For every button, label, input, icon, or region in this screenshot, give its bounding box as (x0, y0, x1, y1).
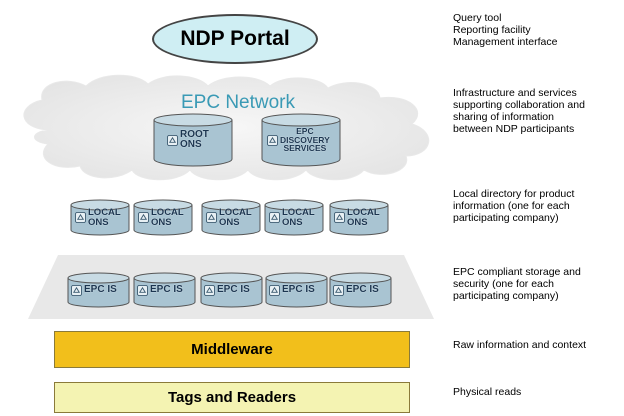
local-ons-line: ONS (151, 216, 172, 228)
discovery-line3: SERVICES (283, 143, 327, 154)
desc-line: Reporting facility (453, 24, 531, 36)
epc-is-database: EPC IS (329, 272, 392, 308)
discovery-line1: EPC (296, 126, 314, 137)
network-icon (204, 284, 215, 296)
epc-is-database: EPC IS (67, 272, 130, 308)
desc-local-ons: Local directory for product information … (453, 188, 623, 224)
network-icon (334, 212, 345, 223)
local-ons-line: LOCAL (219, 207, 252, 218)
tags-readers-box: Tags and Readers (54, 382, 410, 413)
cylinder-shape (67, 272, 130, 308)
desc-line: Local directory for product (453, 188, 575, 200)
root-ons-line2: ONS (180, 139, 202, 150)
desc-line: participating company) (453, 212, 559, 224)
network-icon (137, 284, 148, 296)
network-icon (333, 284, 344, 296)
desc-portal: Query tool Reporting facility Management… (453, 12, 623, 48)
epc-is-database: EPC IS (200, 272, 263, 308)
epc-is-label: EPC IS (150, 284, 183, 295)
epc-is-database: EPC IS (133, 272, 196, 308)
desc-epc-is: EPC compliant storage and security (one … (453, 266, 623, 302)
network-icon (167, 134, 178, 146)
desc-line: Query tool (453, 12, 502, 24)
cylinder-shape (329, 199, 389, 236)
epc-is-label: EPC IS (217, 284, 250, 295)
cylinder-shape (201, 199, 261, 236)
local-ons-line: ONS (282, 216, 303, 228)
middleware-box: Middleware (54, 331, 410, 368)
desc-line: between NDP participants (453, 123, 575, 135)
cylinder-shape (70, 199, 130, 236)
network-icon (269, 212, 280, 223)
cylinder-shape (200, 272, 263, 308)
cylinder-shape (133, 199, 193, 236)
desc-line: supporting collaboration and (453, 99, 585, 111)
network-icon (71, 284, 82, 296)
epc-is-label: EPC IS (346, 284, 379, 295)
root-ons-database: ROOT ONS (153, 113, 233, 167)
local-ons-line: ONS (347, 216, 368, 228)
local-ons-line: LOCAL (347, 207, 380, 218)
desc-line: Management interface (453, 36, 558, 48)
cylinder-shape (329, 272, 392, 308)
desc-middleware: Raw information and context (453, 339, 623, 351)
tags-readers-label: Tags and Readers (167, 389, 297, 406)
network-icon (267, 134, 278, 146)
root-ons-line1: ROOT (180, 129, 209, 140)
desc-line: sharing of information (453, 111, 554, 123)
cylinder-shape (153, 113, 233, 167)
local-ons-line: LOCAL (88, 207, 121, 218)
cylinder-shape (261, 113, 341, 167)
local-ons-line: ONS (219, 216, 240, 228)
discovery-line2: DISCOVERY (280, 134, 330, 145)
local-ons-line: LOCAL (151, 207, 184, 218)
network-icon (269, 284, 280, 296)
desc-line: Physical reads (453, 386, 522, 398)
epc-network-title: EPC Network (180, 92, 296, 113)
epc-is-database: EPC IS (265, 272, 328, 308)
desc-line: participating company) (453, 290, 559, 302)
desc-line: security (one for each (453, 278, 554, 290)
epc-is-label: EPC IS (84, 284, 117, 295)
network-icon (75, 212, 86, 223)
cylinder-shape (265, 272, 328, 308)
local-ons-line: LOCAL (282, 207, 315, 218)
desc-line: information (one for each (453, 200, 570, 212)
desc-line: EPC compliant storage and (453, 266, 581, 278)
cylinder-shape (264, 199, 324, 236)
ndp-portal: NDP Portal (152, 14, 318, 64)
desc-network: Infrastructure and services supporting c… (453, 87, 623, 135)
epc-discovery-services-database: EPC DISCOVERY SERVICES (261, 113, 341, 167)
epc-is-label: EPC IS (282, 284, 315, 295)
middleware-label: Middleware (191, 341, 273, 358)
desc-line: Infrastructure and services (453, 87, 577, 99)
network-icon (206, 212, 217, 223)
ndp-portal-label: NDP Portal (180, 27, 290, 50)
desc-line: Raw information and context (453, 339, 587, 351)
network-icon (138, 212, 149, 223)
desc-tags: Physical reads (453, 386, 623, 398)
cylinder-shape (133, 272, 196, 308)
local-ons-line: ONS (88, 216, 109, 228)
